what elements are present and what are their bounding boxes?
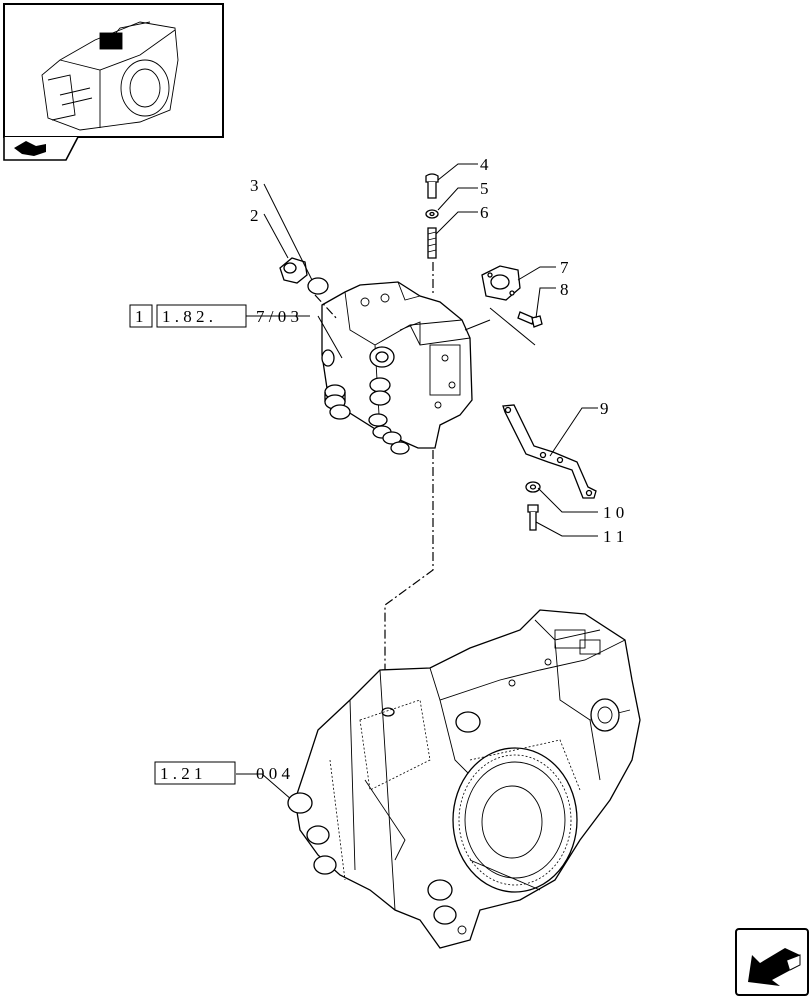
callout-10[interactable]: 1 0 [603,503,624,522]
bracket-washer [525,481,541,493]
callout-7[interactable]: 7 [560,258,569,277]
callout-5[interactable]: 5 [480,179,489,198]
ref-tail: 7 / 0 3 [256,307,299,326]
ref-box-housing: 1 . 2 1 [160,764,203,783]
ref-tail-housing: 0 0 4 [256,764,291,783]
valve-block-reference[interactable]: 1 1 . 8 2 . 7 / 0 3 [129,304,299,328]
assembly-line [384,262,434,710]
port-fittings [321,346,410,455]
bolt-washer-stud [425,173,439,259]
callout-8[interactable]: 8 [560,280,569,299]
callout-2[interactable]: 2 [250,206,259,225]
valve-block-assembly [279,257,473,455]
transmission-housing-thumbnail [41,21,179,131]
callout-11[interactable]: 1 1 [603,527,624,546]
callout-4[interactable]: 4 [480,155,489,174]
flange-bolt [517,311,543,328]
callout-9[interactable]: 9 [600,399,609,418]
bracket-bolt [527,504,539,531]
leader-lines [236,163,598,801]
callout-3[interactable]: 3 [250,176,259,195]
ref-box-1: 1 [135,307,144,326]
o-ring [307,277,329,295]
housing-reference[interactable]: 1 . 2 1 0 0 4 [154,761,291,785]
support-bracket [502,404,597,499]
next-page-arrow-icon[interactable] [735,928,809,996]
callout-6[interactable]: 6 [480,203,489,222]
ref-box-2: 1 . 8 2 . [162,307,213,326]
arrow-tab-icon[interactable] [3,136,79,161]
thumbnail-panel[interactable] [3,3,224,161]
flange-cover [481,265,521,301]
transmission-housing [287,609,641,949]
plug [279,257,308,284]
